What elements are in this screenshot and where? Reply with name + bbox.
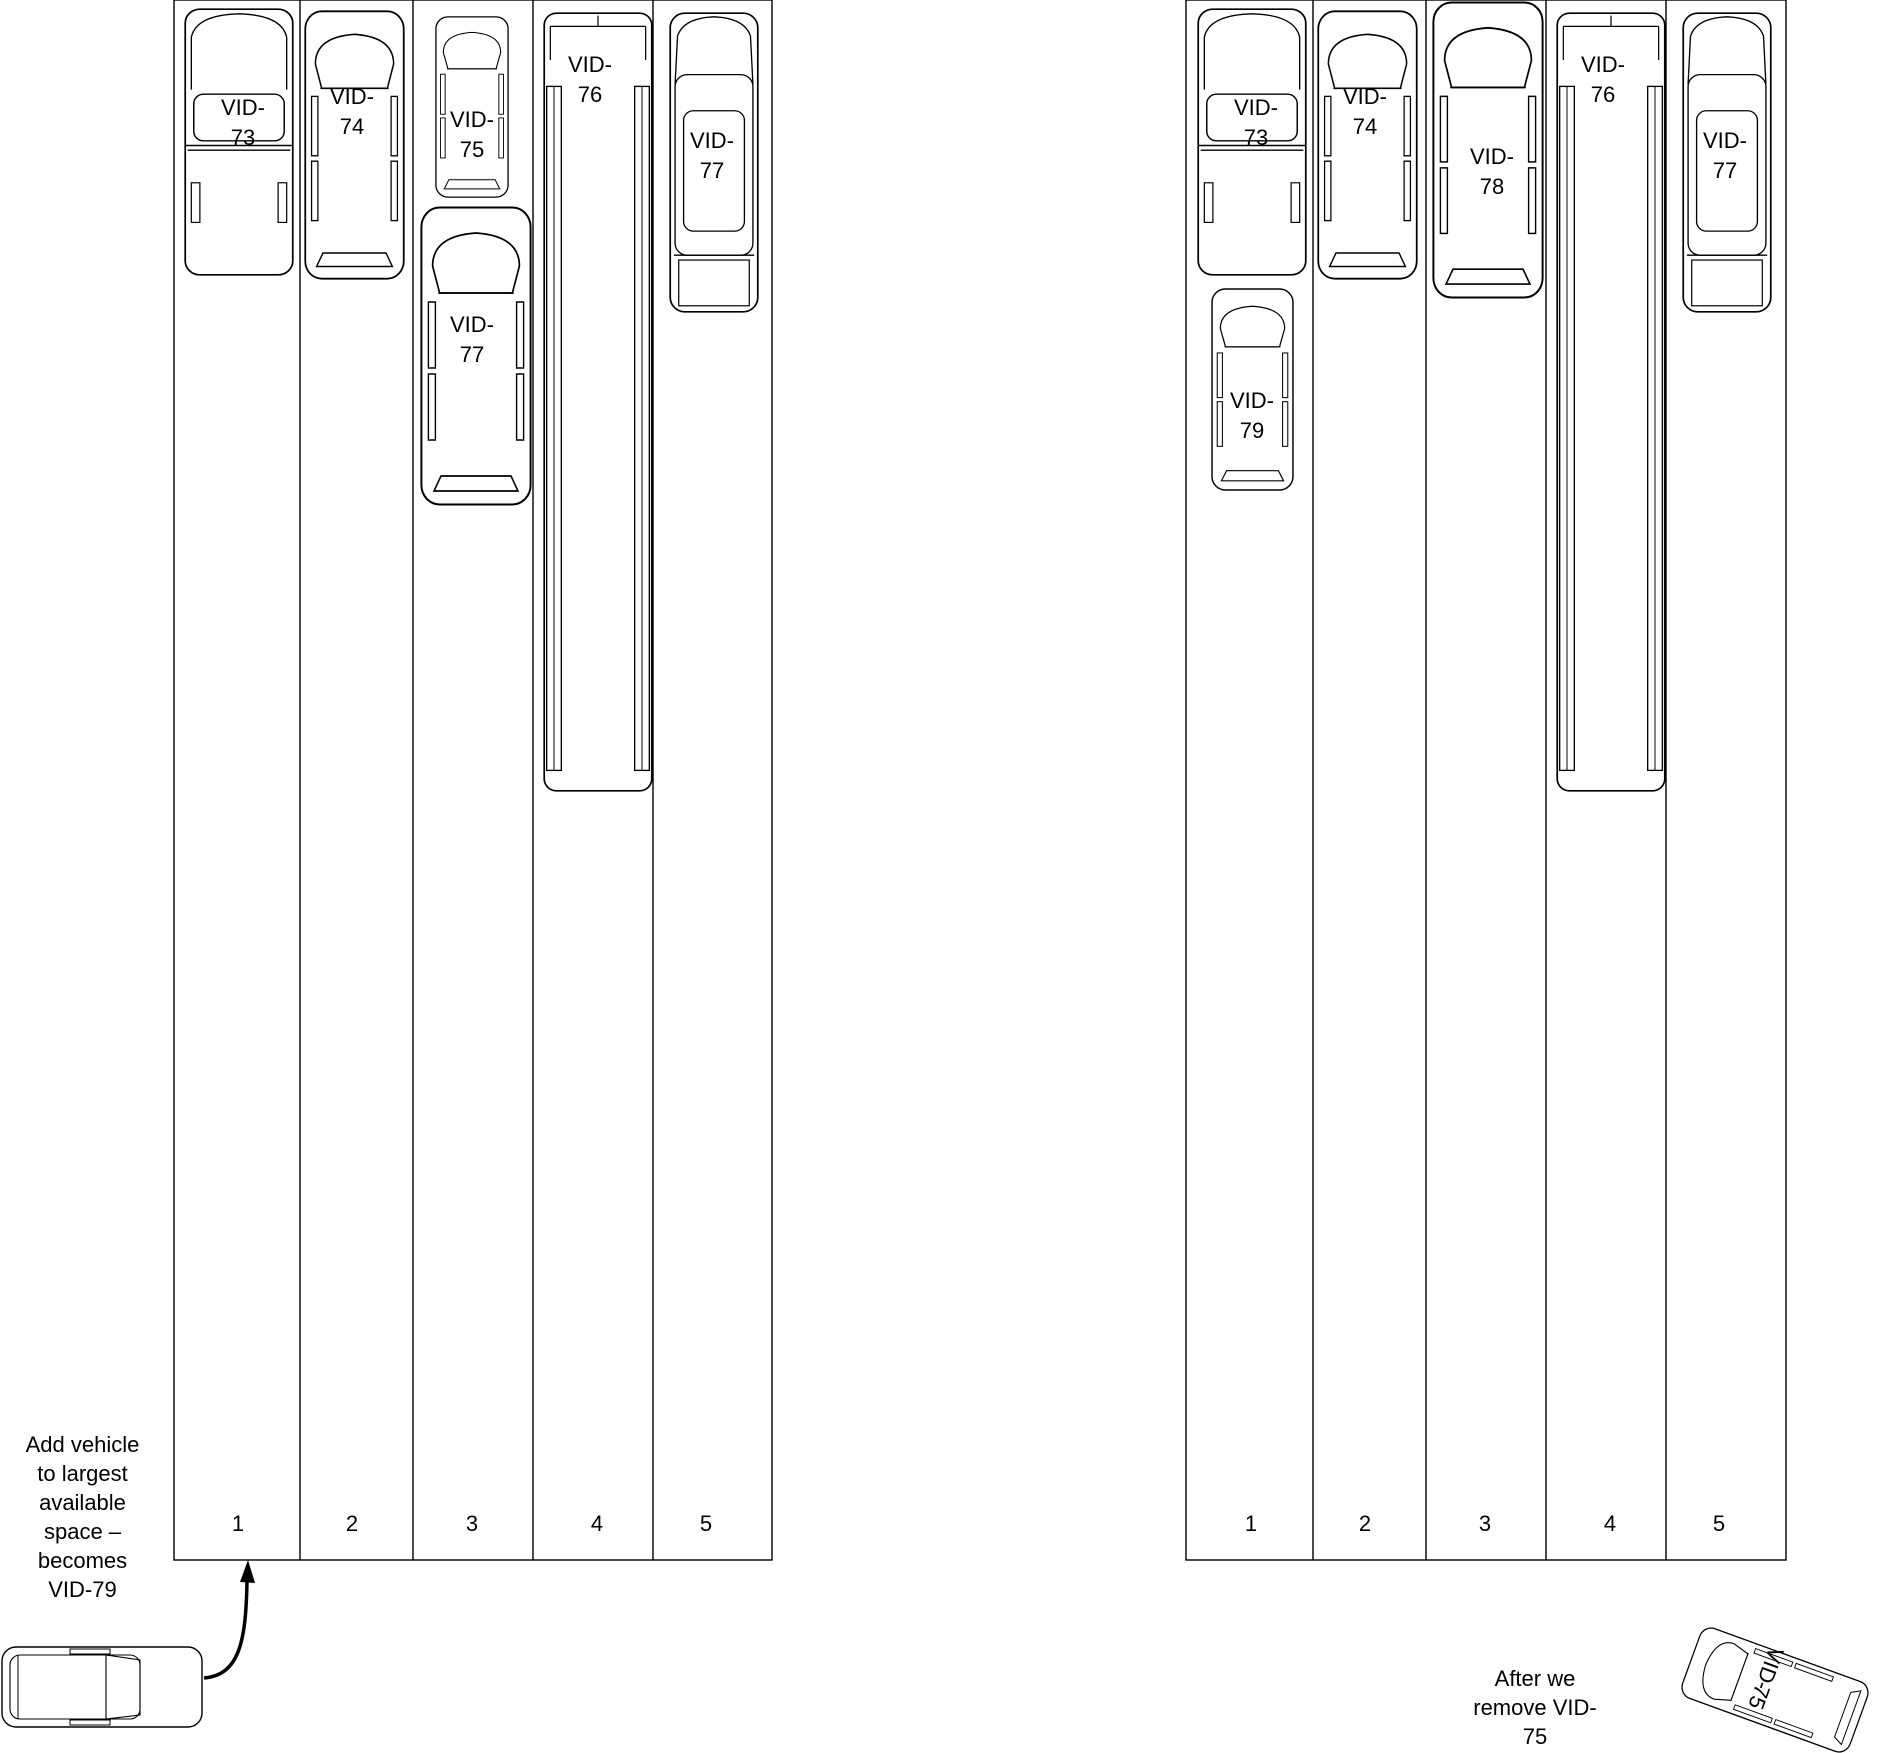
left-lane-number-2: 2 [346,1511,358,1536]
vehicle-label: 76 [1591,82,1615,107]
vehicle-label: 74 [340,114,364,139]
vehicle-vid-76: VID- 76 [1556,12,1666,792]
vehicle-label: VID- [568,52,612,77]
vehicle-label: VID- [1703,128,1747,153]
vehicle-vid-79: VID- 79 [1211,288,1294,491]
caption-line: available [39,1490,126,1515]
caption-line: space – [43,1519,122,1544]
vehicle-label: 77 [460,342,484,367]
left-caption: Add vehicle to largest available space –… [10,1430,155,1604]
caption-line: VID-79 [48,1577,117,1602]
vehicle-label: 77 [700,158,724,183]
vehicle-label: 76 [578,82,602,107]
vehicle-label: VID- [330,84,374,109]
vehicle-vid-74: VID- 74 [304,10,405,280]
vehicle-vid-76: VID- 76 [543,12,653,792]
vehicle-label: 79 [1240,418,1264,443]
vehicle-label: 73 [231,125,255,150]
left-lot-outline [173,0,773,1561]
vehicle-label: 77 [1713,158,1737,183]
right-lane-number-2: 2 [1359,1511,1371,1536]
vehicle-vid-77: VID- 77 [1682,12,1772,313]
vehicle-label: VID- [1581,52,1625,77]
caption-line: After we [1494,1666,1576,1691]
insert-arrow [203,1579,249,1680]
right-caption: After we remove VID- 75 [1455,1664,1615,1751]
vehicle-label: VID- [450,312,494,337]
left-lane-number-5: 5 [700,1511,712,1536]
vehicle-label: VID- [690,128,734,153]
left-lane-number-1: 1 [232,1511,244,1536]
vehicle-label: VID- [450,107,494,132]
caption-line: Add vehicle [25,1432,140,1457]
left-lane-number-3: 3 [466,1511,478,1536]
vehicle-vid-73: VID- 73 [184,8,294,276]
vehicle-label: VID- [1343,84,1387,109]
vehicle-label: VID- [221,95,265,120]
vehicle-label: 75 [460,137,484,162]
caption-line: remove VID- [1473,1695,1597,1720]
vehicle-label: 74 [1353,114,1377,139]
vehicle-vid-78: VID- 78 [1432,1,1544,299]
vehicle-label: VID- [1234,95,1278,120]
incoming-vehicle [1,1646,203,1728]
vehicle-vid-74: VID- 74 [1317,10,1418,280]
vehicle-vid-77: VID- 77 [669,12,759,313]
right-lane-number-1: 1 [1245,1511,1257,1536]
right-lane-number-5: 5 [1713,1511,1725,1536]
right-lane-number-4: 4 [1604,1511,1616,1536]
right-lane-number-3: 3 [1479,1511,1491,1536]
vehicle-label: 78 [1480,174,1504,199]
right-parking-lot: 1 2 3 4 5 VID- 73 VID- 79 VID- 74 VID- 7… [1185,0,1873,1753]
arrow-head-icon [240,1560,255,1583]
vehicle-vid-73: VID- 73 [1197,8,1307,276]
vehicle-vid-75: VID- 75 [435,16,509,198]
removed-vehicle-vid-75: VID- 75 [1677,1624,1873,1753]
left-lane-number-4: 4 [591,1511,603,1536]
caption-line: becomes [37,1548,128,1573]
vehicle-vid-77: VID- 77 [420,206,532,506]
vehicle-label: 73 [1244,125,1268,150]
vehicle-label: VID- [1470,144,1514,169]
right-lot-outline [1185,0,1787,1561]
caption-line: to largest [37,1461,128,1486]
left-parking-lot: 1 2 3 4 5 VID- 73 VID- 74 VID- 75 VID- 7… [1,0,773,1728]
vehicle-label: VID- [1230,388,1274,413]
caption-line: 75 [1522,1724,1548,1749]
